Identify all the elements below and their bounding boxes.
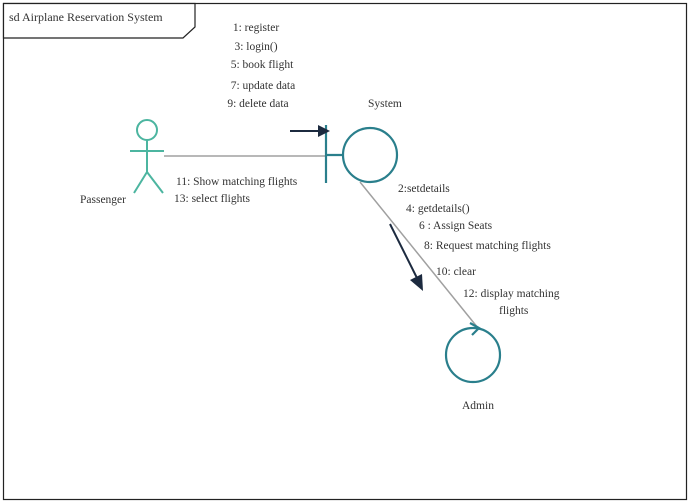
system-boundary-icon	[324, 125, 399, 184]
arrow-to-admin-icon	[389, 223, 423, 291]
message-label: 3: login()	[234, 41, 277, 53]
system-admin-link	[359, 181, 479, 329]
admin-label: Admin	[462, 400, 494, 412]
message-label: flights	[499, 305, 529, 317]
message-label: 12: display matching	[463, 288, 560, 300]
message-label: 13: select flights	[174, 193, 251, 205]
message-label: 7: update data	[231, 80, 296, 92]
message-label: 11: Show matching flights	[176, 176, 298, 188]
message-label: 8: Request matching flights	[424, 240, 551, 252]
passenger-actor-icon	[130, 119, 164, 194]
system-to-admin-messages: 2:setdetails 4: getdetails() 6 : Assign …	[398, 183, 560, 317]
arrow-to-system-icon	[290, 125, 330, 137]
message-label: 5: book flight	[231, 59, 294, 71]
message-label: 2:setdetails	[398, 183, 450, 195]
message-label: 9: delete data	[227, 98, 288, 110]
message-label: 1: register	[233, 22, 279, 34]
passenger-to-system-messages: 1: register 3: login() 5: book flight 7:…	[227, 22, 295, 110]
diagram-title: sd Airplane Reservation System	[9, 10, 163, 24]
message-label: 10: clear	[436, 266, 476, 278]
message-label: 4: getdetails()	[406, 203, 470, 215]
message-label: 6 : Assign Seats	[419, 220, 493, 232]
title-tab	[2, 2, 196, 39]
passenger-label: Passenger	[80, 194, 126, 206]
system-to-passenger-messages: 11: Show matching flights 13: select fli…	[174, 176, 298, 205]
admin-control-icon	[444, 322, 502, 384]
system-label: System	[368, 98, 402, 110]
